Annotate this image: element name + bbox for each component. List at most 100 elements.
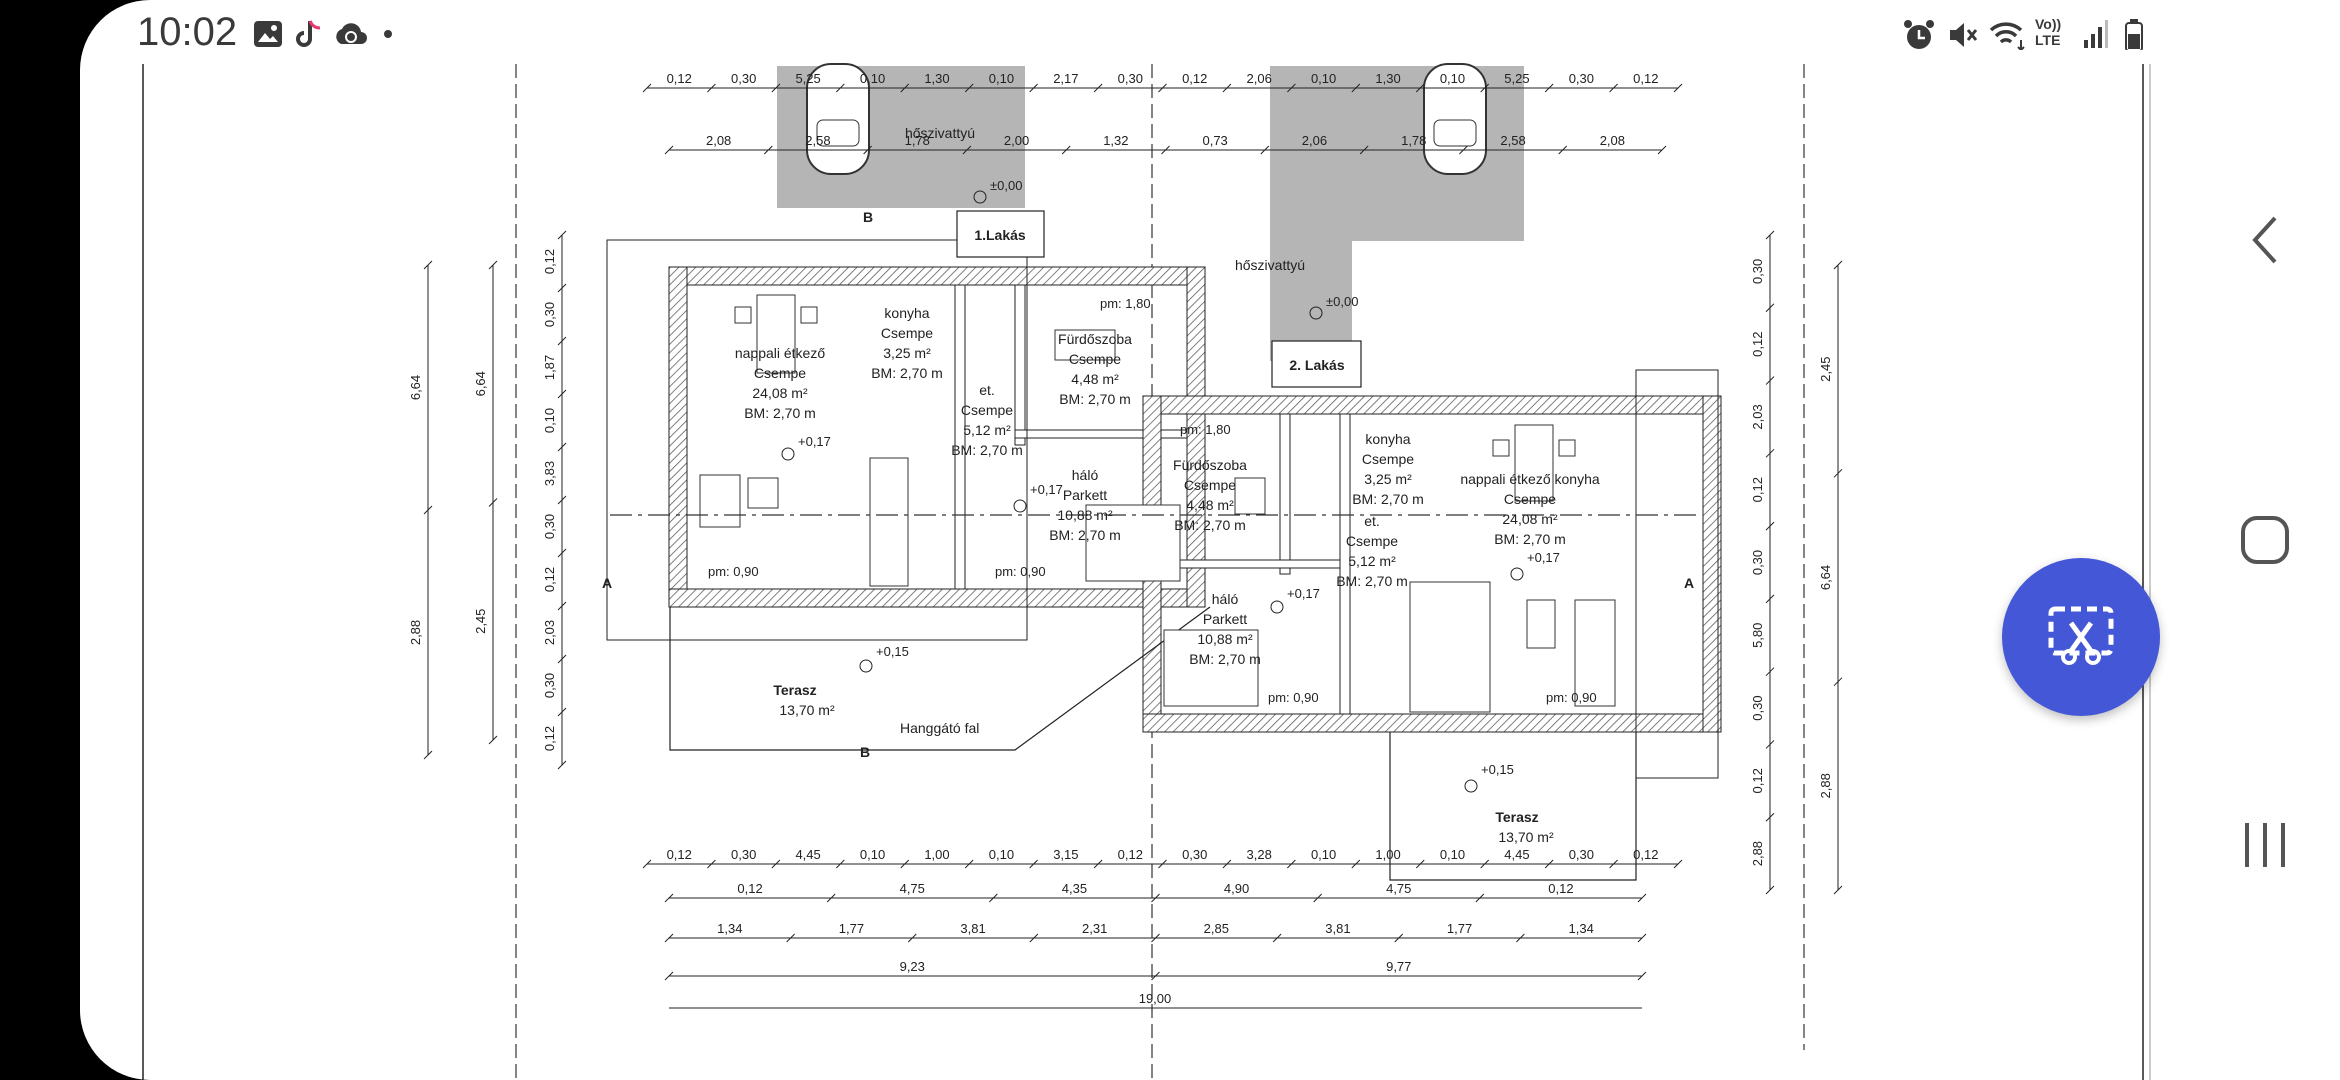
dimension-label: 0,30 xyxy=(1569,71,1594,86)
unit-1-walls xyxy=(668,266,1206,608)
unit-2-walls xyxy=(1142,395,1722,733)
svg-text:13,70 m²: 13,70 m² xyxy=(1498,829,1554,845)
back-icon xyxy=(2252,216,2277,264)
dimension-label: 9,23 xyxy=(900,959,925,974)
dimension-label: 0,30 xyxy=(1750,259,1765,284)
dimension-label: 3,81 xyxy=(1325,921,1350,936)
dimension-label: 0,30 xyxy=(542,514,557,539)
svg-text:BM: 2,70 m: BM: 2,70 m xyxy=(1049,527,1121,543)
level-mark-7: +0,15 xyxy=(859,644,909,673)
svg-text:BM: 2,70 m: BM: 2,70 m xyxy=(1189,651,1261,667)
room-terrace-2: Terasz 13,70 m² xyxy=(1495,809,1554,845)
svg-text:Csempe: Csempe xyxy=(1346,533,1398,549)
dimension-label: 0,30 xyxy=(1569,847,1594,862)
floor-plan-image[interactable]: 1.Lakás 2. Lakás hőszivattyú hőszivattyú… xyxy=(80,0,2340,1080)
svg-text:3,25 m²: 3,25 m² xyxy=(1364,471,1412,487)
svg-text:BM: 2,70 m: BM: 2,70 m xyxy=(1336,573,1408,589)
dimension-label: 0,10 xyxy=(989,71,1014,86)
parapet-label: pm: 0,90 xyxy=(995,564,1046,579)
dimension-label: 0,10 xyxy=(860,847,885,862)
unit-1-title: 1.Lakás xyxy=(974,227,1026,243)
dimension-label: 1,30 xyxy=(1375,71,1400,86)
home-button[interactable] xyxy=(2230,505,2300,575)
room-bathroom-1: Fürdőszoba Csempe 4,48 m² BM: 2,70 m xyxy=(1058,331,1132,407)
dimension-label: 2,08 xyxy=(706,133,731,148)
svg-text:10,88 m²: 10,88 m² xyxy=(1057,507,1113,523)
volte-indicator: Vo)) LTE xyxy=(2035,16,2061,48)
svg-text:háló: háló xyxy=(1212,591,1239,607)
dimension-label: 6,64 xyxy=(408,375,423,400)
dimension-label: 1,77 xyxy=(1447,921,1472,936)
dimension-label: 2,58 xyxy=(1500,133,1525,148)
dimension-label: 0,10 xyxy=(1440,71,1465,86)
svg-text:BM: 2,70 m: BM: 2,70 m xyxy=(1059,391,1131,407)
dimension-label: 4,35 xyxy=(1062,881,1087,896)
dimension-label: 4,45 xyxy=(795,847,820,862)
lte-label: LTE xyxy=(2035,32,2061,48)
svg-text:13,70 m²: 13,70 m² xyxy=(779,702,835,718)
dimension-label: 0,30 xyxy=(1118,71,1143,86)
dimension-label: 1,77 xyxy=(839,921,864,936)
recents-button[interactable] xyxy=(2230,810,2300,880)
screenshot-crop-button[interactable] xyxy=(2002,558,2160,716)
dimension-label: 2,58 xyxy=(805,133,830,148)
svg-text:Csempe: Csempe xyxy=(754,365,806,381)
dimension-label: 2,88 xyxy=(1750,841,1765,866)
parapet-label: pm: 0,90 xyxy=(1268,690,1319,705)
dimension-label: 1,87 xyxy=(542,355,557,380)
dimension-label: 2,08 xyxy=(1600,133,1625,148)
svg-text:+0,15: +0,15 xyxy=(876,644,909,659)
tiktok-icon xyxy=(296,20,321,47)
dimension-label: 2,17 xyxy=(1053,71,1078,86)
cloud-sync-icon xyxy=(336,23,367,44)
svg-text:3,25 m²: 3,25 m² xyxy=(883,345,931,361)
svg-text:et.: et. xyxy=(1364,513,1380,529)
dimension-label: 1,78 xyxy=(905,133,930,148)
level-mark-4: +0,17 xyxy=(1013,482,1063,513)
svg-text:Csempe: Csempe xyxy=(1504,491,1556,507)
svg-text:BM: 2,70 m: BM: 2,70 m xyxy=(951,442,1023,458)
svg-text:Parkett: Parkett xyxy=(1063,487,1107,503)
svg-text:5,12 m²: 5,12 m² xyxy=(963,422,1011,438)
room-bedroom-2: háló Parkett 10,88 m² BM: 2,70 m xyxy=(1189,591,1261,667)
volte-label: Vo)) xyxy=(2035,16,2062,32)
svg-text:Csempe: Csempe xyxy=(1362,451,1414,467)
dimension-label: 0,10 xyxy=(1311,847,1336,862)
dimension-label: 2,31 xyxy=(1082,921,1107,936)
dimension-label: 3,83 xyxy=(542,461,557,486)
dimension-label: 5,25 xyxy=(1504,71,1529,86)
dimension-label: 0,12 xyxy=(1633,847,1658,862)
back-button[interactable] xyxy=(2230,205,2300,275)
svg-text:Terasz: Terasz xyxy=(1495,809,1538,825)
dimension-label: 0,10 xyxy=(1311,71,1336,86)
dimension-label: 2,85 xyxy=(1204,921,1229,936)
dimension-label: 0,12 xyxy=(1548,881,1573,896)
room-bathroom-2: Fürdőszoba Csempe 4,48 m² BM: 2,70 m xyxy=(1173,457,1247,533)
dimension-label: 4,90 xyxy=(1224,881,1249,896)
home-icon xyxy=(2241,516,2289,564)
navigation-bar xyxy=(2190,0,2340,1080)
level-mark-2: ±0,00 xyxy=(1309,294,1358,320)
dimension-label: 2,00 xyxy=(1004,133,1029,148)
dimension-label: 2,88 xyxy=(1818,773,1833,798)
level-mark-6: +0,17 xyxy=(1510,550,1560,581)
svg-text:BM: 2,70 m: BM: 2,70 m xyxy=(871,365,943,381)
dimension-label: 0,30 xyxy=(731,71,756,86)
section-a-left: A xyxy=(602,575,612,591)
svg-text:BM: 2,70 m: BM: 2,70 m xyxy=(744,405,816,421)
dimension-label: 0,12 xyxy=(1633,71,1658,86)
unit-2-title: 2. Lakás xyxy=(1289,357,1344,373)
dimension-label: 0,12 xyxy=(667,71,692,86)
svg-text:BM: 2,70 m: BM: 2,70 m xyxy=(1352,491,1424,507)
dimension-label: 3,15 xyxy=(1053,847,1078,862)
dimension-label: 2,45 xyxy=(1818,357,1833,382)
dimension-label: 0,12 xyxy=(542,567,557,592)
dimension-label: 0,12 xyxy=(1750,768,1765,793)
svg-text:Csempe: Csempe xyxy=(1069,351,1121,367)
svg-text:BM: 2,70 m: BM: 2,70 m xyxy=(1174,517,1246,533)
svg-text:10,88 m²: 10,88 m² xyxy=(1197,631,1253,647)
section-a-right: A xyxy=(1684,575,1694,591)
room-kitchen-2: konyha Csempe 3,25 m² BM: 2,70 m xyxy=(1352,431,1424,507)
dimension-label: 0,12 xyxy=(1182,71,1207,86)
dimension-label: 5,80 xyxy=(1750,623,1765,648)
